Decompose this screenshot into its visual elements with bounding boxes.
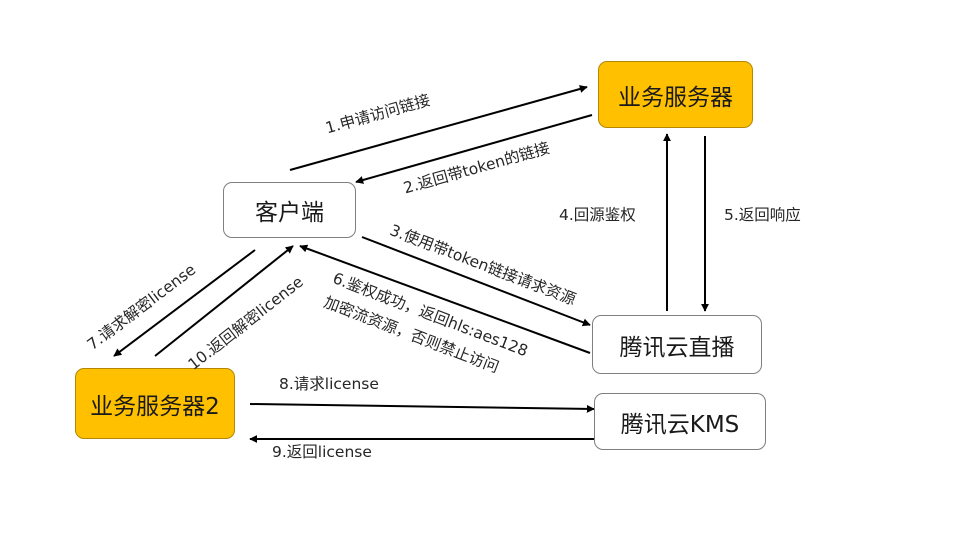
arrow-8-request-license: [249, 403, 595, 413]
edge-label-5: 5.返回响应: [724, 206, 801, 224]
node-client-label: 客户端: [255, 200, 324, 226]
node-tencent-kms: 腾讯云KMS: [594, 393, 766, 450]
node-client: 客户端: [223, 182, 356, 238]
edge-label-4: 4.回源鉴权: [559, 206, 636, 224]
arrow-2-return-token-link: [355, 114, 593, 184]
node-biz-server: 业务服务器: [598, 61, 753, 128]
arrow-1-request-link: [289, 85, 588, 171]
arrow-3-request-resource: [361, 236, 591, 327]
node-tencent-live-label: 腾讯云直播: [619, 334, 735, 361]
node-tencent-live: 腾讯云直播: [592, 315, 762, 374]
node-biz-server-2: 业务服务器2: [75, 368, 235, 439]
arrow-10-return-decrypt-license: [154, 245, 294, 357]
edge-label-8: 8.请求license: [279, 375, 379, 393]
node-biz-server-label: 业务服务器: [618, 84, 733, 111]
node-tencent-kms-label: 腾讯云KMS: [620, 411, 740, 438]
arrow-7-request-decrypt-license: [113, 249, 256, 357]
node-biz-server-2-label: 业务服务器2: [90, 393, 220, 420]
arrow-6-return-encrypted-stream: [299, 244, 591, 354]
edge-label-9: 9.返回license: [272, 443, 372, 461]
